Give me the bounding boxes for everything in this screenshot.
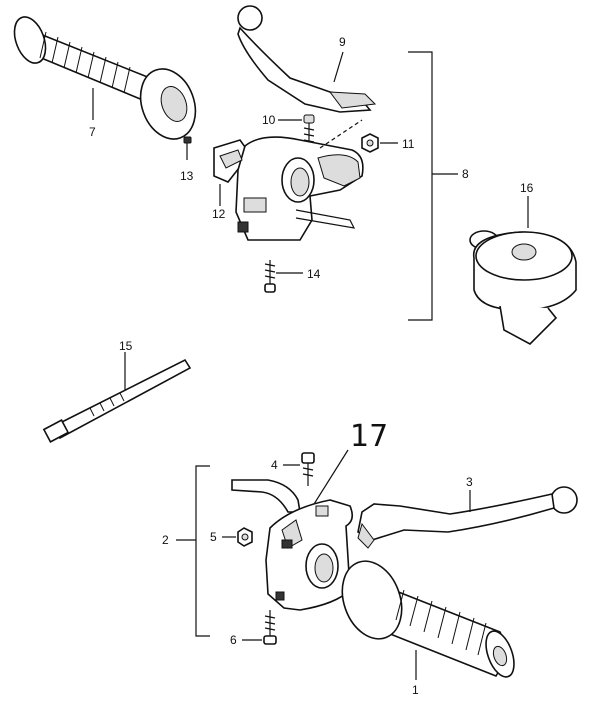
callout-15: 15	[119, 339, 133, 353]
screw-part-14	[264, 260, 276, 293]
horn-part-16	[469, 230, 577, 345]
left-grip-part-7	[13, 16, 197, 140]
callout-13: 13	[180, 169, 194, 183]
right-grip-part-1	[341, 560, 515, 678]
screw-part-4	[301, 452, 315, 486]
callout-9: 9	[339, 35, 346, 49]
nut-part-11	[361, 133, 379, 153]
screw-part-13	[183, 136, 192, 160]
switch-housing-part-2	[231, 479, 354, 611]
lever-part-3	[357, 486, 578, 549]
callout-3: 3	[466, 475, 473, 489]
nut-part-5	[237, 527, 253, 547]
switch-housing-part-12	[213, 136, 364, 241]
callout-5: 5	[210, 530, 217, 544]
callout-7: 7	[89, 125, 96, 139]
screw-part-6	[263, 610, 277, 645]
handwritten-label-17: 17	[350, 419, 388, 454]
callout-10: 10	[262, 113, 276, 127]
lever-part-9	[237, 5, 377, 113]
callout-6: 6	[230, 633, 237, 647]
callout-2: 2	[162, 533, 169, 547]
callout-8: 8	[462, 167, 469, 181]
callout-16: 16	[520, 181, 534, 195]
callout-14: 14	[307, 267, 321, 281]
callout-12: 12	[212, 207, 226, 221]
cable-tie-part-15	[42, 358, 192, 443]
callout-1: 1	[412, 683, 419, 697]
callout-4: 4	[271, 458, 278, 472]
callout-11: 11	[402, 137, 415, 151]
